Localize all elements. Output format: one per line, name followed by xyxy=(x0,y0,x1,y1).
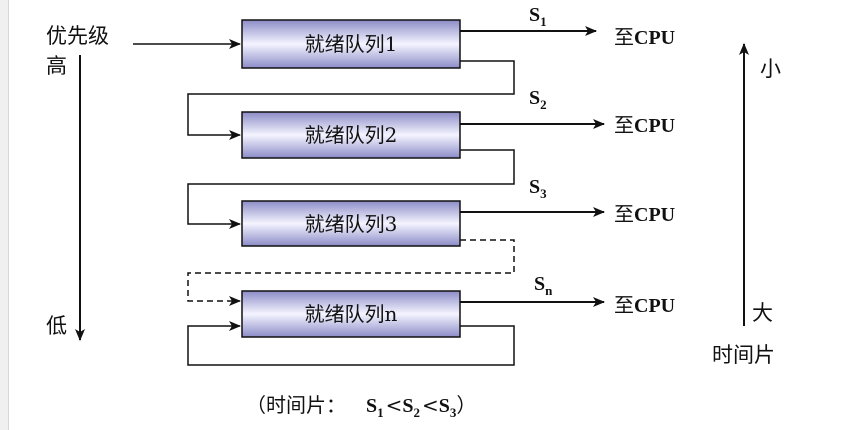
cpu-label-1: 至CPU xyxy=(614,25,675,49)
cpu-label-2: 至CPU xyxy=(614,113,675,137)
left-margin-rule xyxy=(0,0,9,430)
queue-label-1: 就绪队列1 xyxy=(305,32,398,56)
priority-high-label: 高 xyxy=(46,54,67,78)
feedback-loop-n xyxy=(187,321,515,366)
queue-box-n xyxy=(241,290,461,338)
queue-label-2: 就绪队列2 xyxy=(305,123,398,147)
timeslice-title: 时间片 xyxy=(712,343,775,367)
feedback-path-2-to-3 xyxy=(187,149,515,229)
queue-label-3: 就绪队列3 xyxy=(305,212,398,236)
timeslice-small-label: 小 xyxy=(760,57,781,81)
queue-box-1 xyxy=(241,19,461,69)
queue-box-2 xyxy=(241,111,461,159)
feedback-path-3-to-n xyxy=(187,239,515,306)
slice-label-1: S1 xyxy=(529,4,547,29)
queue-label-n: 就绪队列n xyxy=(305,302,398,326)
priority-low-label: 低 xyxy=(46,314,67,338)
slice-label-3: S3 xyxy=(529,176,547,201)
cpu-label-n: 至CPU xyxy=(614,293,675,317)
cpu-label-3: 至CPU xyxy=(614,202,675,226)
caption: （时间片：S1<S2<S3） xyxy=(246,393,476,420)
feedback-path-1-to-2 xyxy=(187,60,515,140)
priority-title: 优先级 xyxy=(46,24,109,48)
slice-label-2: S2 xyxy=(529,87,547,112)
timeslice-large-label: 大 xyxy=(752,301,773,325)
slice-label-n: Sn xyxy=(534,273,553,298)
queue-box-3 xyxy=(241,200,461,247)
